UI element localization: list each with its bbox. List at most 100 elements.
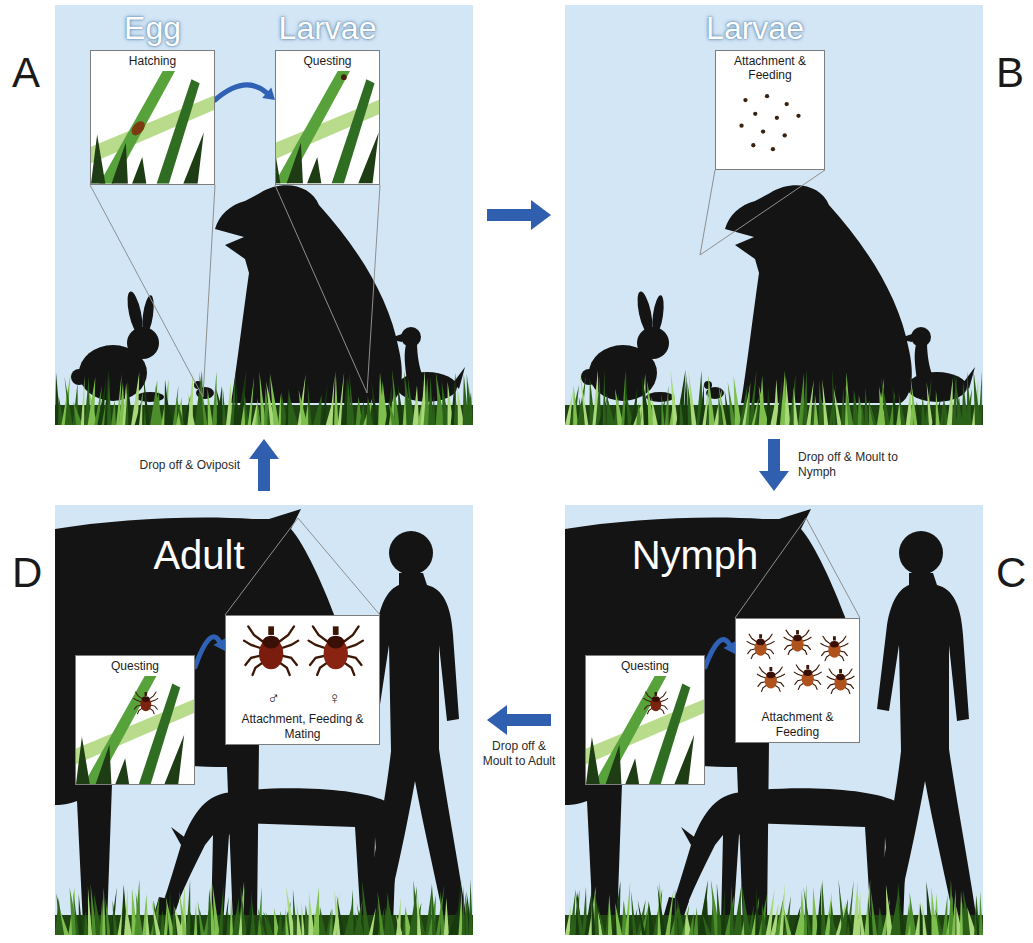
grass-blade bbox=[469, 879, 473, 935]
grass-blade bbox=[65, 377, 73, 426]
grass-strip bbox=[565, 369, 983, 425]
grass-blade bbox=[176, 397, 184, 425]
grass-blade bbox=[714, 388, 722, 426]
grass-blade bbox=[219, 885, 224, 935]
grass-blade bbox=[173, 902, 177, 936]
grass-blade bbox=[899, 393, 906, 425]
grass-blade bbox=[927, 382, 933, 425]
grass-blade bbox=[60, 909, 69, 935]
grass-blade bbox=[935, 909, 943, 935]
leader-line bbox=[90, 185, 203, 397]
grass-blade bbox=[671, 370, 679, 425]
grass-art bbox=[76, 676, 194, 784]
grass-blade bbox=[251, 891, 256, 935]
grass-blade bbox=[143, 894, 149, 935]
grass-blade bbox=[638, 900, 646, 935]
tick-adult bbox=[309, 626, 363, 675]
tick-larva bbox=[751, 143, 755, 147]
grass-blade bbox=[105, 898, 110, 935]
connector bbox=[487, 200, 551, 230]
grass-blade bbox=[717, 883, 722, 935]
grass-blade bbox=[822, 379, 828, 425]
grass-blade bbox=[834, 389, 842, 425]
stage-panel: AdultQuesting♂♀Attachment, Feeding & Mat… bbox=[55, 505, 473, 935]
grass-blade bbox=[734, 883, 742, 935]
tick-nymph bbox=[794, 665, 821, 689]
grass-blade bbox=[631, 891, 637, 935]
grass-blade bbox=[782, 902, 791, 935]
grass-blade bbox=[607, 395, 616, 425]
grass-blade bbox=[658, 885, 666, 935]
grass-blade bbox=[921, 396, 926, 425]
leader-line bbox=[367, 185, 380, 393]
inset-art bbox=[76, 676, 194, 784]
grass-blade bbox=[598, 397, 607, 425]
grass-blade bbox=[688, 371, 696, 425]
tick-larva bbox=[739, 123, 743, 127]
grass-blade bbox=[755, 887, 759, 935]
inset-box: Attachment & Feeding bbox=[715, 50, 825, 170]
tick-nymph bbox=[784, 630, 811, 654]
grass-blade bbox=[290, 399, 298, 425]
grass-blade bbox=[230, 895, 233, 935]
tick-nymph bbox=[757, 667, 784, 691]
grass-blade bbox=[113, 900, 118, 935]
grass-blade bbox=[321, 383, 327, 425]
curved-arrow bbox=[195, 637, 220, 667]
leader-line bbox=[298, 518, 380, 615]
grass-blade bbox=[110, 887, 117, 935]
stage-panel: NymphQuestingAttachment & Feeding bbox=[565, 505, 983, 935]
grass-blade bbox=[858, 895, 865, 935]
grass-blade bbox=[702, 913, 711, 935]
tick-larva bbox=[796, 113, 800, 117]
grass-blade bbox=[396, 913, 403, 935]
inset-box: Questing bbox=[275, 50, 380, 185]
grass-blade bbox=[432, 395, 436, 425]
grass-blade bbox=[179, 891, 187, 935]
grass-blade bbox=[398, 382, 404, 425]
grass-blade bbox=[846, 386, 854, 425]
grass-art bbox=[91, 71, 214, 184]
grass-blade bbox=[413, 385, 420, 425]
inset-caption: Questing bbox=[276, 51, 379, 71]
inset-illustration bbox=[736, 619, 859, 707]
grass-blade bbox=[829, 912, 838, 935]
grass-blade bbox=[847, 880, 854, 936]
grass-blade bbox=[625, 881, 630, 935]
grass-blade bbox=[102, 887, 105, 935]
stage-title: Larvae bbox=[275, 11, 380, 46]
inset-illustration bbox=[716, 86, 824, 169]
inset-art bbox=[276, 71, 379, 184]
grass-blade bbox=[297, 903, 302, 935]
grass-blade bbox=[166, 394, 174, 425]
block-arrow bbox=[249, 439, 279, 491]
grass-blade bbox=[814, 395, 819, 425]
panel-scene bbox=[565, 5, 983, 425]
grass-blade bbox=[636, 402, 642, 425]
grass-blade bbox=[222, 387, 226, 425]
grass-blade bbox=[377, 891, 384, 935]
grass-blade bbox=[266, 911, 274, 935]
grass-blade bbox=[258, 907, 266, 935]
tick-larva bbox=[783, 133, 787, 137]
grass-blade bbox=[362, 881, 370, 935]
grass-strip bbox=[55, 369, 473, 425]
inset-box: Questing bbox=[75, 655, 195, 785]
inset-illustration bbox=[76, 676, 194, 784]
panel-scene bbox=[55, 505, 473, 935]
stage-title: Nymph bbox=[630, 533, 760, 577]
grass-blade bbox=[79, 894, 83, 935]
grass-blade bbox=[806, 380, 813, 425]
grass-blade bbox=[373, 894, 379, 935]
grass-blade bbox=[693, 908, 698, 935]
grass-blade bbox=[708, 375, 715, 425]
tick-larva bbox=[785, 102, 789, 106]
grass-blade bbox=[212, 882, 220, 935]
stage-title: Egg bbox=[90, 11, 215, 46]
inset-caption: Attachment & Feeding bbox=[736, 707, 859, 742]
grass-blade bbox=[940, 397, 944, 425]
edge-label: Drop off & Moult to Nymph bbox=[796, 449, 926, 481]
panel-scene bbox=[55, 5, 473, 425]
grass-blade bbox=[125, 901, 131, 935]
inset-caption: Questing bbox=[586, 656, 704, 676]
